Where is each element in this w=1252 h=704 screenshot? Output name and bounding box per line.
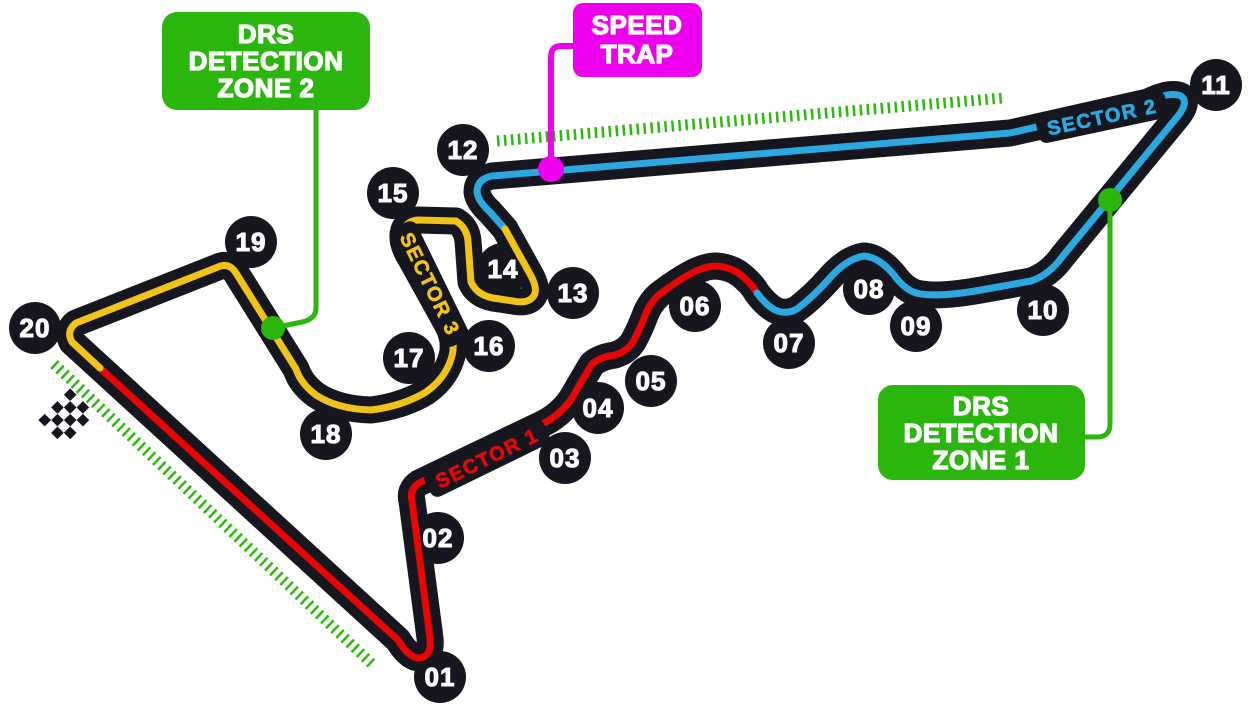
speed-trap-connector — [548, 43, 577, 168]
turn-label: 03 — [550, 443, 581, 473]
turn-label: 02 — [423, 523, 454, 553]
turn-label: 19 — [236, 227, 267, 257]
svg-text:DETECTION: DETECTION — [189, 46, 344, 76]
speed-trap-dot — [538, 156, 564, 182]
sector2-line — [473, 91, 1188, 316]
turn-label: 17 — [394, 343, 425, 373]
turn-label: 04 — [583, 393, 614, 423]
turn-label: 12 — [448, 135, 479, 165]
drs-zone-1-connector — [1080, 200, 1113, 440]
sector3-line — [66, 216, 539, 414]
turn-label: 07 — [774, 328, 805, 358]
checkered-flag-icon — [38, 388, 96, 446]
turn-label: 09 — [901, 311, 932, 341]
drs-detection-zone-1-callout: DRS DETECTION ZONE 1 — [878, 385, 1085, 480]
drs-zone-dashed-line — [496, 92, 1004, 147]
turn-label: 01 — [425, 662, 456, 692]
turn-numbers: 01 02 03 04 05 06 07 08 09 10 11 12 13 1… — [19, 69, 1231, 692]
sector1-line — [96, 262, 761, 662]
turn-label: 06 — [680, 291, 711, 321]
turn-label: 20 — [20, 313, 51, 343]
drs-zone-dashed-line — [50, 359, 376, 669]
drs-detection-zone-2-callout: DRS DETECTION ZONE 2 — [162, 12, 370, 110]
svg-text:DRS: DRS — [238, 19, 294, 49]
speed-trap-callout: SPEED TRAP — [573, 3, 702, 77]
svg-text:TRAP: TRAP — [601, 39, 674, 69]
drs-detection-dot — [1098, 188, 1122, 212]
svg-text:SECTOR 3: SECTOR 3 — [395, 229, 464, 339]
svg-text:SPEED: SPEED — [592, 10, 683, 40]
turn-label: 15 — [378, 178, 409, 208]
turn-label: 11 — [1201, 70, 1231, 100]
turn-label: 10 — [1028, 295, 1059, 325]
drs-zone-2-connector — [272, 108, 319, 331]
turn-label: 08 — [854, 274, 885, 304]
turn-label: 14 — [488, 254, 519, 284]
drs-detection-dot — [261, 316, 285, 340]
svg-text:ZONE 2: ZONE 2 — [218, 73, 315, 103]
turn-label: 13 — [558, 278, 589, 308]
turn-label: 05 — [636, 366, 667, 396]
svg-text:ZONE 1: ZONE 1 — [933, 445, 1030, 475]
turn-label: 18 — [311, 419, 342, 449]
svg-text:DRS: DRS — [953, 391, 1009, 421]
svg-text:DETECTION: DETECTION — [904, 418, 1059, 448]
turn-label: 16 — [474, 331, 505, 361]
